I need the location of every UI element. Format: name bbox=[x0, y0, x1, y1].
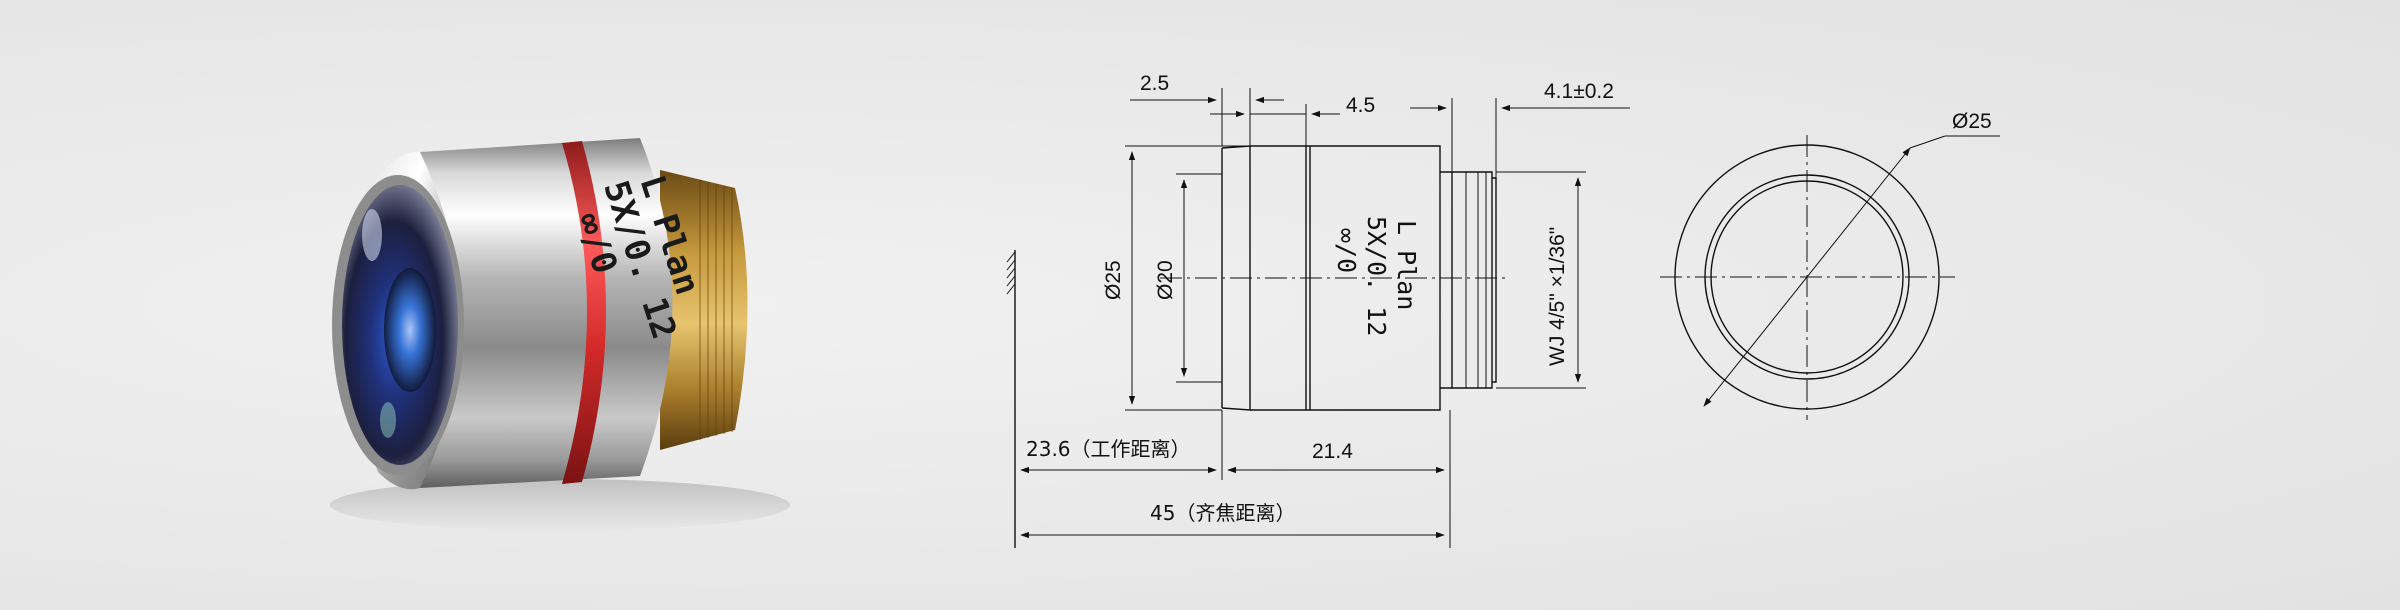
dim-outer-diameter: Ø25 bbox=[1102, 145, 1250, 411]
end-view-drawing: Ø25 bbox=[1660, 110, 2000, 420]
end-view-diameter-leader bbox=[1703, 147, 1911, 407]
side-view-drawing: L Plan 5X/0. 12 ∞/0 Ø25 Ø20 2.5 bbox=[1006, 72, 1630, 548]
objective-outline bbox=[1221, 145, 1497, 411]
object-plane bbox=[1006, 250, 1016, 548]
photo-shadow bbox=[330, 479, 790, 531]
drawing-engraving: L Plan 5X/0. 12 ∞/0 bbox=[1332, 216, 1421, 336]
outer-diameter-label: Ø25 bbox=[1102, 260, 1125, 300]
dim-bottom: 23.6（工作距离） 21.4 45（齐焦距离） bbox=[1020, 410, 1451, 548]
brass-thread bbox=[660, 170, 748, 450]
barrel-offset-label: 4.5 bbox=[1346, 94, 1375, 117]
body-length-label: 21.4 bbox=[1312, 440, 1353, 463]
front-diameter-label: Ø20 bbox=[1154, 260, 1177, 300]
lens-reflection-bottom bbox=[380, 402, 396, 438]
inner-lens-element bbox=[384, 268, 436, 392]
dim-flange-step: 2.5 bbox=[1130, 72, 1284, 146]
end-view-diameter-label: Ø25 bbox=[1952, 110, 1992, 133]
flange-step-label: 2.5 bbox=[1140, 72, 1169, 95]
chrome-barrel bbox=[420, 138, 673, 488]
red-magnification-band bbox=[562, 141, 606, 484]
dim-front-diameter: Ø20 bbox=[1154, 173, 1222, 383]
thread-length-label: 4.1±0.2 bbox=[1544, 80, 1614, 103]
drawing-engraving-line3: ∞/0 bbox=[1332, 228, 1361, 273]
dim-thread-length: 4.1±0.2 bbox=[1410, 80, 1630, 178]
lens-reflection-top bbox=[362, 209, 382, 261]
dim-thread-spec: WJ 4/5" ×1/36" bbox=[1496, 171, 1586, 389]
drawing-engraving-line1: L Plan bbox=[1392, 220, 1421, 310]
thread-spec-label: WJ 4/5" ×1/36" bbox=[1546, 227, 1569, 366]
dim-barrel-offset: 4.5 bbox=[1210, 94, 1375, 146]
parfocal-distance-label: 45（齐焦距离） bbox=[1150, 501, 1295, 525]
drawing-engraving-line2: 5X/0. 12 bbox=[1362, 216, 1391, 336]
objective-lens-photo: L Plan 5X/0. 12 ∞/0 bbox=[330, 138, 790, 531]
working-distance-label: 23.6（工作距离） bbox=[1026, 437, 1191, 461]
